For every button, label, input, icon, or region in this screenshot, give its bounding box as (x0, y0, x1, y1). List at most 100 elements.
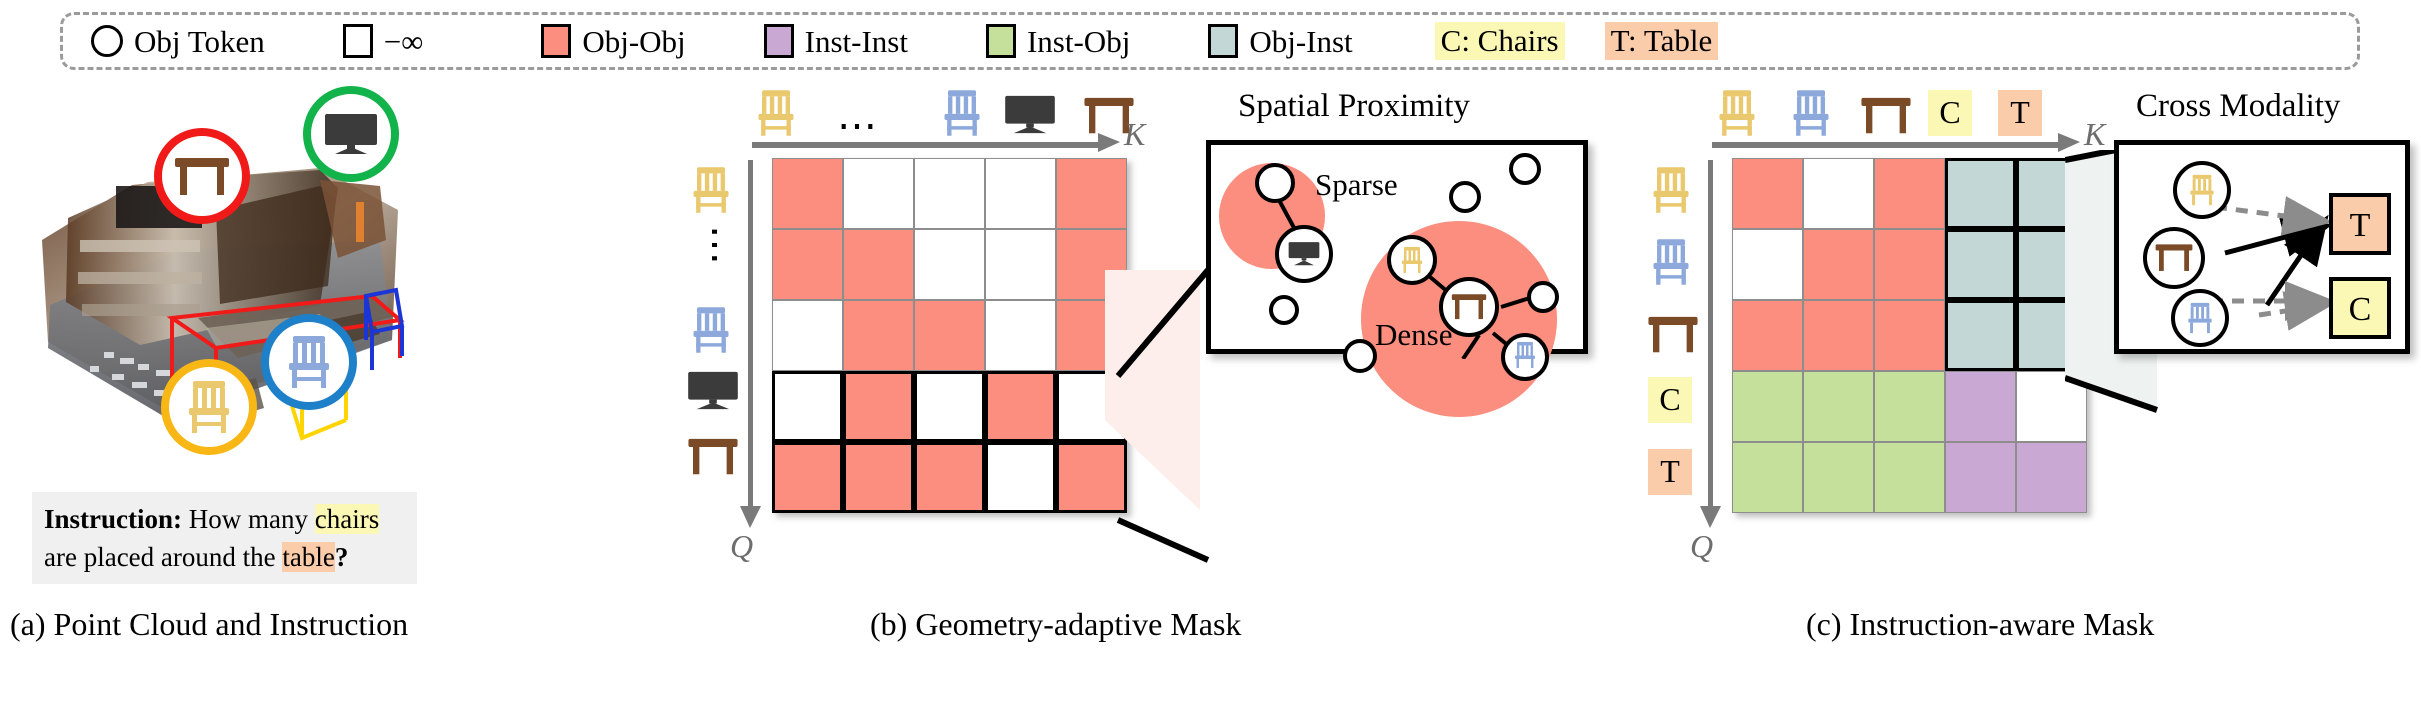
matrix-cell (1803, 371, 1874, 442)
legend-item-obj-inst: Obj-Inst (1208, 24, 1353, 58)
obj-node-plain (1269, 295, 1299, 325)
instruction-box: Instruction: How many chairs are placed … (32, 492, 417, 584)
matrix-cell (843, 158, 914, 229)
matrix-cell (1803, 158, 1874, 229)
matrix-cell (1732, 371, 1803, 442)
square-icon (342, 24, 373, 58)
table-icon (1450, 293, 1488, 321)
matrix-cell (914, 442, 985, 513)
monitor-icon (1001, 94, 1059, 136)
obj-node-table (2143, 227, 2205, 289)
matrix-cell (843, 371, 914, 442)
panel-b-q-label: Q (730, 528, 754, 564)
chair-icon (1400, 245, 1424, 275)
token-c-box: C (2329, 277, 2391, 339)
legend-label: −∞ (383, 23, 424, 59)
panel-b-callout-lines (1115, 268, 1211, 563)
panel-b-callout-title: Spatial Proximity (1238, 88, 1470, 124)
obj-node-chair-yellow (1387, 235, 1437, 285)
panel-c-matrix (1732, 158, 2087, 513)
badge-t: T (1998, 90, 2042, 136)
chair-icon (2186, 301, 2214, 335)
legend-item-inst-inst: Inst-Inst (763, 24, 908, 58)
chair-blue-icon (1790, 88, 1832, 138)
panel-b-callout-connector (1105, 270, 1200, 510)
table-icon (2154, 243, 2194, 273)
q-axis-arrowhead (1700, 506, 1721, 528)
matrix-cell (1056, 158, 1127, 229)
table-bubble-red (154, 128, 250, 224)
matrix-cell (843, 442, 914, 513)
legend-item-inst-obj: Inst-Obj (985, 24, 1130, 58)
obj-node-chair-yellow (2173, 161, 2231, 219)
matrix-cell (772, 442, 843, 513)
matrix-cell (772, 229, 843, 300)
panel-b-q-axis (748, 160, 753, 512)
chair-blue-icon (941, 88, 983, 138)
matrix-cell (1945, 300, 2016, 371)
instruction-text-3: ? (334, 542, 349, 572)
matrix-cell (843, 229, 914, 300)
square-icon (763, 24, 794, 58)
matrix-cell (914, 229, 985, 300)
sparse-label: Sparse (1315, 167, 1398, 202)
matrix-cell (1945, 158, 2016, 229)
monitor-bubble-green (303, 86, 399, 182)
panel-c-q-label: Q (1690, 528, 1714, 564)
ellipsis-icon: ⋯ (693, 225, 738, 265)
matrix-cell (843, 300, 914, 371)
panel-c-callout-title: Cross Modality (2136, 88, 2341, 124)
instruction-keyword-table: table (282, 542, 335, 572)
instruction-text-1: How many (182, 504, 315, 534)
matrix-cell (1056, 442, 1127, 513)
monitor-icon (323, 112, 379, 156)
chair-blue-icon (690, 305, 732, 355)
panel-b-callout-box: Sparse Dense (1206, 140, 1588, 417)
matrix-cell (1803, 442, 1874, 513)
circle-icon (91, 25, 123, 57)
panel-b-caption: (b) Geometry-adaptive Mask (870, 606, 1242, 642)
panel-b-k-label: K (1124, 116, 1146, 152)
badge-t: T (1648, 449, 1692, 495)
monitor-icon (684, 370, 742, 412)
token-t-box: T (2329, 193, 2391, 255)
matrix-cell (1874, 442, 1945, 513)
chair-icon (285, 334, 333, 390)
chairs-key-label: C: Chairs (1434, 22, 1565, 60)
legend-label: Obj Token (134, 23, 265, 59)
matrix-cell (1874, 371, 1945, 442)
panel-a-caption: (a) Point Cloud and Instruction (10, 606, 409, 642)
matrix-cell (772, 371, 843, 442)
instruction-label: Instruction: (44, 504, 183, 534)
obj-node-table (1439, 277, 1499, 337)
cross-modality-edges (2211, 196, 2335, 331)
table-icon (1083, 96, 1135, 136)
matrix-cell (1732, 442, 1803, 513)
legend-item-table-key: T: Table (1604, 22, 1719, 60)
matrix-cell (914, 371, 985, 442)
chair-icon (1513, 340, 1537, 370)
matrix-cell (985, 442, 1056, 513)
matrix-cell (1945, 229, 2016, 300)
matrix-cell (1732, 300, 1803, 371)
panel-c-callout-box: T C (2114, 140, 2410, 354)
table-key-label: T: Table (1604, 22, 1719, 60)
chair-yellow-icon (1716, 88, 1758, 138)
square-icon (541, 24, 572, 58)
obj-node-plain (1343, 339, 1377, 373)
panel-c-q-axis (1708, 160, 1713, 512)
matrix-cell (1732, 158, 1803, 229)
panel-b-k-axis (752, 142, 1104, 148)
table-icon (1647, 315, 1699, 355)
legend-item-chairs-key: C: Chairs (1434, 22, 1565, 60)
matrix-cell (1732, 229, 1803, 300)
chair-icon (2188, 173, 2216, 207)
obj-node-plain (1449, 181, 1481, 213)
panel-b-matrix (772, 158, 1127, 513)
obj-node-chair-blue (2171, 289, 2229, 347)
chair-blue-icon (1650, 237, 1692, 287)
k-axis-arrowhead (1098, 133, 1120, 152)
panel-c-k-label: K (2084, 116, 2106, 152)
matrix-cell (1874, 300, 1945, 371)
matrix-cell (914, 158, 985, 229)
